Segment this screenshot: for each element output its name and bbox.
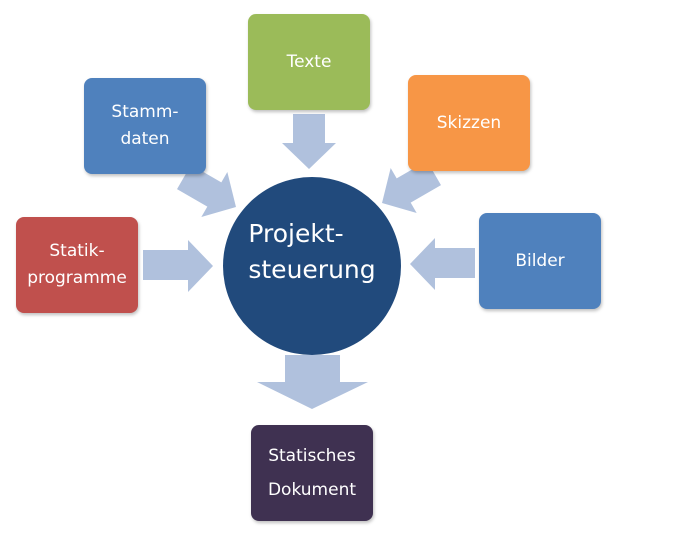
- box-skizzen-label: Skizzen: [436, 112, 502, 133]
- arrow-output: [257, 355, 368, 409]
- box-statisches-dokument: Statisches Dokument: [251, 425, 373, 521]
- box-statikprogramme: Statik- programme: [16, 217, 138, 313]
- arrow-texte: [282, 114, 336, 169]
- center-circle-projektsteuerung: Projekt- steuerung: [223, 177, 401, 355]
- box-output-line1: Statisches: [268, 446, 356, 466]
- arrow-skizzen: [382, 160, 441, 214]
- box-bilder-label: Bilder: [515, 250, 565, 271]
- box-skizzen: Skizzen: [408, 75, 530, 171]
- box-texte: Texte: [248, 14, 370, 110]
- box-texte-label: Texte: [286, 51, 332, 72]
- box-stammdaten: Stamm- daten: [84, 78, 206, 174]
- arrow-stammdaten: [177, 164, 236, 218]
- box-statikprogramme-line1: Statik-: [49, 241, 105, 261]
- arrow-bilder: [410, 238, 475, 290]
- arrow-statikprogramme: [143, 240, 213, 292]
- box-statikprogramme-line2: programme: [27, 268, 127, 288]
- center-line2: steuerung: [248, 255, 376, 284]
- box-output-line2: Dokument: [267, 480, 357, 500]
- box-bilder: Bilder: [479, 213, 601, 309]
- center-line1: Projekt-: [248, 219, 344, 248]
- box-stammdaten-line1: Stamm-: [111, 102, 179, 122]
- box-stammdaten-line2: daten: [120, 129, 170, 149]
